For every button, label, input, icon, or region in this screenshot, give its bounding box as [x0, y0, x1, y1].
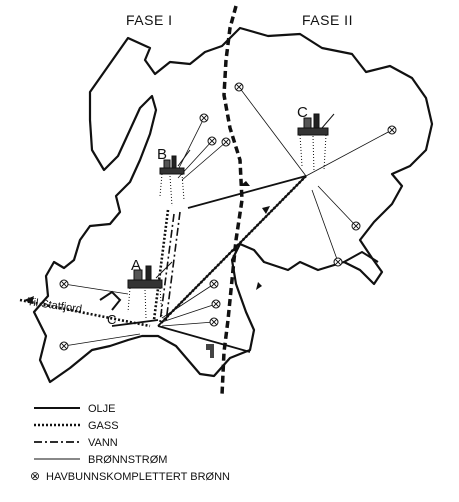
field-outline: [32, 26, 434, 384]
subsea-wells: [59, 82, 397, 351]
subsea-well-icon: [59, 341, 69, 351]
wellstream-line: [311, 189, 339, 263]
subsea-well-icon: [209, 317, 219, 327]
subsea-well-icon: [207, 136, 217, 146]
subsea-well-icon: ⊗: [30, 469, 41, 483]
legend-water: VANN: [30, 435, 450, 452]
platform-c-icon: [297, 113, 335, 173]
arrow-head: [262, 206, 270, 214]
legend-gas: GASS: [30, 418, 450, 435]
oil-lines: [111, 175, 307, 353]
water-line-swatch: [34, 441, 80, 443]
wellstream-line: [317, 185, 357, 227]
gas-lines: [19, 175, 307, 328]
wellstream-line: [161, 303, 217, 323]
platform-c-east-label: C: [297, 104, 308, 121]
oil-line: [187, 175, 307, 209]
subsea-well-icon: [199, 113, 209, 123]
wellstream-line: [181, 141, 227, 181]
wellstream-line: [161, 283, 215, 319]
legend-gas-label: GASS: [88, 420, 119, 432]
wellstream-lines: [63, 86, 393, 347]
oil-line-swatch: [34, 407, 80, 409]
gas-line: [152, 209, 170, 321]
field-notch: [343, 250, 379, 263]
platform-a-icon: [127, 261, 173, 319]
wellstream-line: [63, 283, 129, 295]
water-lines: [159, 211, 181, 323]
gas-line: [159, 175, 307, 325]
subsea-well-icon: [59, 279, 69, 289]
legend-subsea-well-label: HAVBUNNSKOMPLETTERT BRØNN: [46, 471, 230, 483]
arrow-head: [256, 282, 262, 290]
subsea-well-icon: [211, 299, 221, 309]
subsea-well-icon: [351, 221, 361, 231]
arrow-head: [240, 181, 250, 186]
legend-subsea-well: ⊗ HAVBUNNSKOMPLETTERT BRØNN: [30, 469, 450, 486]
platform-b-label: B: [157, 146, 168, 163]
legend-oil-label: OLJE: [88, 403, 116, 415]
subsea-template-icon: [206, 344, 214, 358]
wellstream-line: [305, 129, 393, 177]
legend-wellstream-label: BRØNNSTRØM: [88, 454, 168, 466]
flow-arrows: [24, 181, 270, 304]
wellstream-line: [161, 321, 215, 327]
platform-b-icon: [159, 149, 191, 207]
platform-c-south-label: C: [107, 312, 117, 327]
legend: OLJE GASS VANN BRØNNSTRØM ⊗ HAVBUNNSKOMP…: [30, 401, 450, 486]
legend-wellstream: BRØNNSTRØM: [30, 452, 450, 469]
water-line: [165, 211, 181, 323]
wellstream-line: [175, 117, 205, 175]
wellstream-line: [238, 86, 307, 177]
subsea-well-icon: [221, 137, 231, 147]
subsea-well-icon: [333, 257, 343, 267]
wellstream-line-swatch: [34, 458, 80, 460]
legend-oil: OLJE: [30, 401, 450, 418]
wellstream-line: [63, 333, 141, 347]
phase-1-label: FASE I: [126, 12, 173, 28]
platform-a-label: A: [131, 257, 142, 274]
oil-line: [157, 325, 251, 353]
phase-boundary: [220, 5, 244, 396]
field-notch: [99, 290, 122, 311]
phase-2-label: FASE II: [302, 12, 353, 28]
water-line: [159, 213, 175, 323]
subsea-well-icon: [387, 125, 397, 135]
arrow-head: [24, 296, 34, 304]
legend-water-label: VANN: [88, 437, 118, 449]
subsea-well-icon: [234, 82, 244, 92]
subsea-well-icon: [209, 279, 219, 289]
gas-line-swatch: [34, 423, 80, 427]
